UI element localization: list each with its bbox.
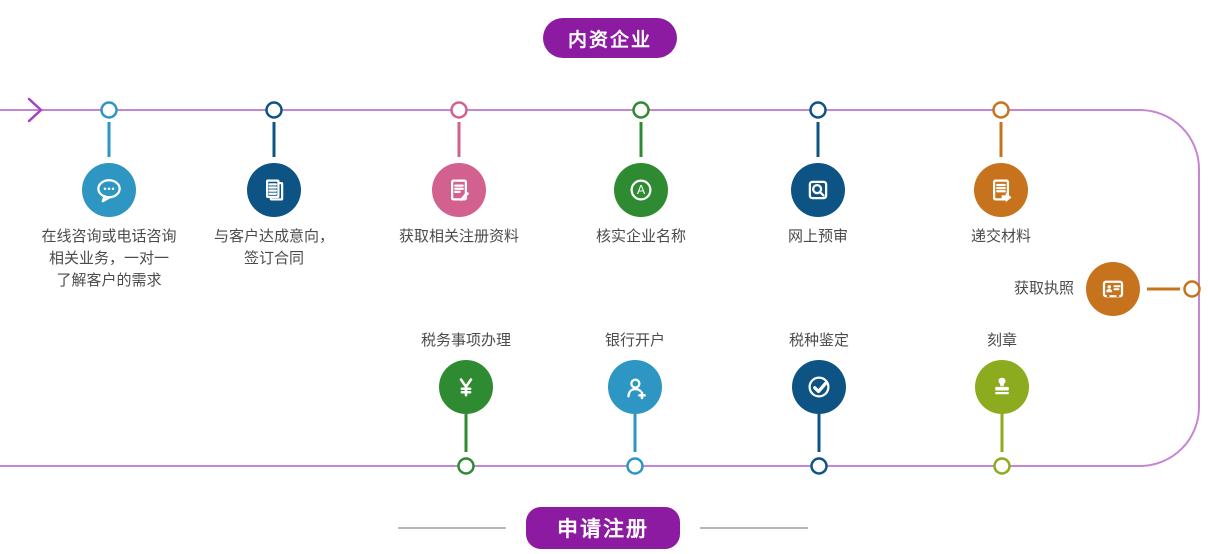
a-badge-icon: A: [614, 163, 668, 217]
step-online-review: 网上预审: [718, 163, 918, 248]
node-online-review: [809, 101, 827, 119]
step-label: 在线咨询或电话咨询 相关业务，一对一 了解客户的需求: [41, 228, 177, 289]
license-icon: [1086, 262, 1141, 316]
node-verify-name: [632, 101, 650, 119]
svg-text:A: A: [637, 183, 646, 197]
step-materials: 获取相关注册资料: [359, 163, 559, 248]
flow-start-arrow-icon: [27, 97, 43, 123]
node-tax-affairs: [457, 457, 475, 475]
step-bank-account: 银行开户: [535, 330, 735, 414]
document-search-icon: [791, 163, 845, 217]
step-submit-materials: 递交材料: [901, 163, 1101, 248]
node-contract: [265, 101, 283, 119]
document-edit-icon: [432, 163, 486, 217]
node-seal-carving: [993, 457, 1011, 475]
banner-domestic-enterprise[interactable]: 内资企业: [543, 18, 677, 58]
step-seal-carving: 刻章: [902, 330, 1102, 414]
node-submit-materials: [992, 101, 1010, 119]
step-tax-affairs: 税务事项办理: [366, 330, 566, 414]
step-label: 与客户达成意向， 签订合同: [213, 228, 334, 267]
step-label: 刻章: [986, 332, 1017, 349]
step-consult: 在线咨询或电话咨询 相关业务，一对一 了解客户的需求: [9, 163, 209, 292]
step-label: 获取执照: [1014, 280, 1075, 297]
step-label: 税种鉴定: [788, 332, 849, 349]
node-materials: [450, 101, 468, 119]
node-get-license: [1183, 280, 1201, 298]
step-label: 核实企业名称: [595, 228, 686, 245]
banner-apply-register[interactable]: 申请注册: [526, 507, 680, 549]
step-label: 税务事项办理: [420, 332, 511, 349]
step-contract: 与客户达成意向， 签订合同: [174, 163, 374, 270]
stamp-icon: [975, 360, 1029, 414]
step-label: 网上预审: [787, 228, 848, 245]
node-consult: [100, 101, 118, 119]
step-get-license: 获取执照: [1014, 262, 1141, 316]
chat-icon: [82, 163, 136, 217]
step-verify-name: A 核实企业名称: [541, 163, 741, 248]
node-tax-type: [810, 457, 828, 475]
step-label: 银行开户: [604, 332, 665, 349]
node-bank-account: [626, 457, 644, 475]
step-label: 递交材料: [970, 228, 1031, 245]
person-add-icon: [608, 360, 662, 414]
step-tax-type: 税种鉴定: [719, 330, 919, 414]
step-label: 获取相关注册资料: [398, 228, 519, 245]
documents-icon: [247, 163, 301, 217]
document-submit-icon: [974, 163, 1028, 217]
yen-icon: [439, 360, 493, 414]
check-circle-icon: [792, 360, 846, 414]
